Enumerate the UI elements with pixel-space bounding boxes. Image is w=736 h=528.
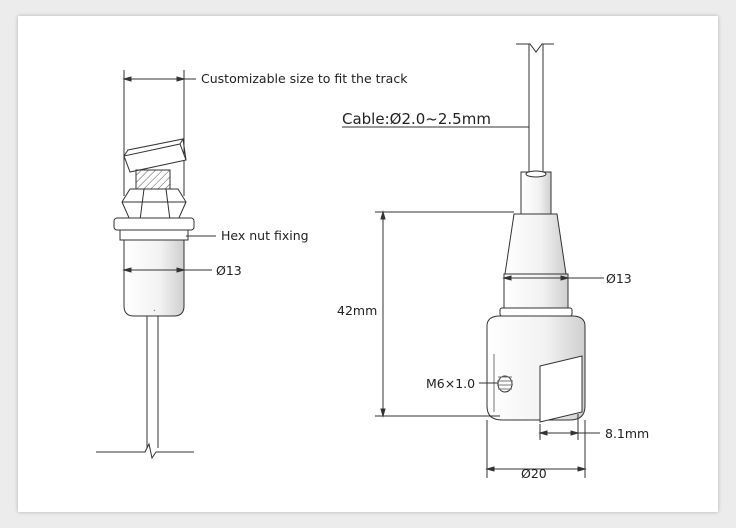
right-diameter-label: Ø13 (606, 271, 632, 286)
slot-width-label: 8.1mm (605, 426, 649, 441)
height-label: 42mm (337, 303, 377, 318)
thread-label: M6×1.0 (426, 376, 475, 391)
hex-nut-label: Hex nut fixing (221, 228, 309, 243)
left-diameter-label: Ø13 (216, 263, 242, 278)
base-diameter-label: Ø20 (521, 466, 547, 481)
left-component (96, 70, 216, 460)
cable-label: Cable:Ø2.0~2.5mm (342, 110, 491, 128)
right-component (342, 43, 604, 478)
track-size-label: Customizable size to fit the track (201, 71, 408, 86)
